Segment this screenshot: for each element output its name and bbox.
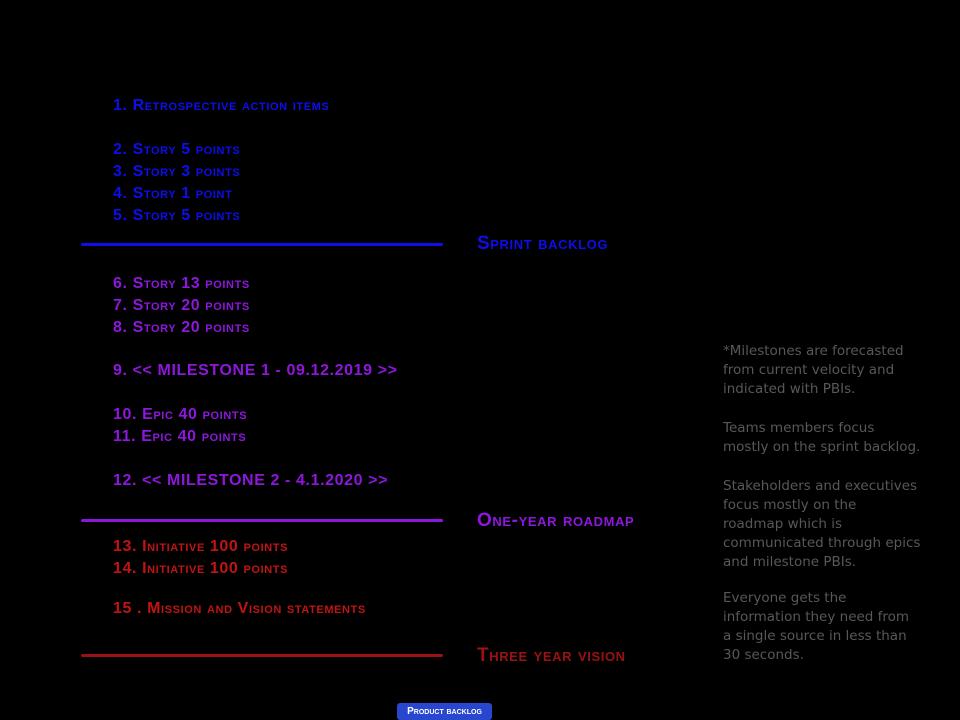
backlog-item-3: 3. Story 3 points	[113, 163, 241, 180]
backlog-item-11: 11. Epic 40 points	[113, 428, 247, 445]
note-single-source: Everyone gets the information they need …	[723, 590, 910, 663]
note-stakeholders-focus: Stakeholders and executives focus mostly…	[723, 478, 921, 570]
product-backlog-badge: Product backlog	[397, 703, 492, 720]
backlog-item-9-milestone-1: 9. << MILESTONE 1 - 09.12.2019 >>	[113, 362, 398, 379]
backlog-item-6: 6. Story 13 points	[113, 275, 250, 292]
backlog-item-10: 10. Epic 40 points	[113, 406, 248, 423]
backlog-item-15: 15 . Mission and Vision statements	[113, 600, 366, 617]
backlog-item-7: 7. Story 20 points	[113, 297, 250, 314]
one-year-roadmap-divider	[81, 519, 443, 522]
sprint-backlog-label: Sprint backlog	[477, 233, 609, 254]
backlog-item-5: 5. Story 5 points	[113, 207, 241, 224]
three-year-vision-divider	[81, 654, 443, 657]
backlog-item-8: 8. Story 20 points	[113, 319, 250, 336]
one-year-roadmap-label: One-year roadmap	[477, 510, 635, 531]
three-year-vision-label: Three year vision	[477, 645, 626, 666]
backlog-item-4: 4. Story 1 point	[113, 185, 233, 202]
backlog-item-13: 13. Initiative 100 points	[113, 538, 289, 555]
backlog-item-1: 1. Retrospective action items	[113, 97, 330, 114]
backlog-item-14: 14. Initiative 100 points	[113, 560, 289, 577]
note-team-members-focus: Teams members focus mostly on the sprint…	[723, 420, 921, 455]
backlog-item-2: 2. Story 5 points	[113, 141, 241, 158]
backlog-item-12-milestone-2: 12. << MILESTONE 2 - 4.1.2020 >>	[113, 472, 389, 489]
sprint-backlog-divider	[81, 243, 443, 246]
note-milestones-forecast: *Milestones are forecasted from current …	[723, 343, 904, 397]
